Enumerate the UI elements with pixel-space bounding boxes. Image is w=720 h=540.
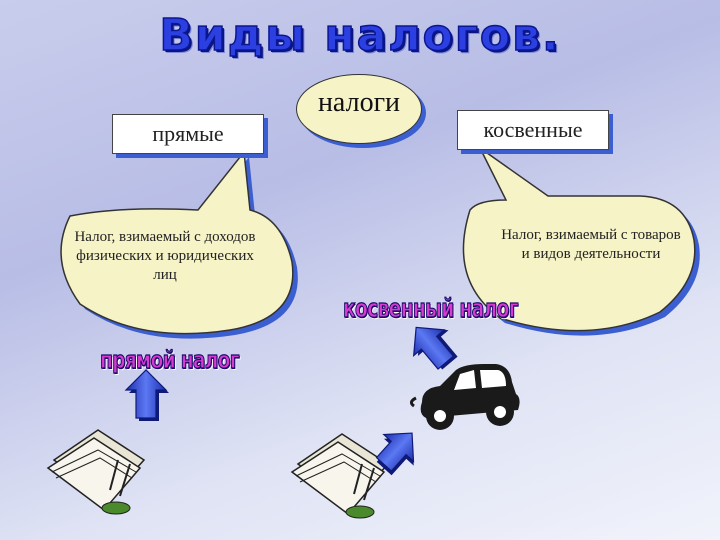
direct-taxes-box: прямые — [112, 114, 264, 154]
indirect-taxes-box: косвенные — [457, 110, 609, 150]
arrow-up-icon — [375, 432, 415, 476]
car-icon — [409, 364, 520, 430]
direct-tax-description: Налог, взимаемый с доходов физических и … — [74, 229, 256, 283]
direct-tax-label: прямой налог — [100, 345, 240, 374]
indirect-tax-label: косвенный налог — [343, 293, 519, 324]
document-stack-icon — [46, 429, 146, 515]
arrow-up-icon — [124, 369, 169, 421]
document-stack-icon — [290, 433, 390, 519]
taxes-center-node: налоги — [296, 74, 422, 144]
indirect-tax-description: Налог, взимаемый с товаров и видов деяте… — [501, 227, 681, 262]
page-title: Виды налогов. — [159, 9, 561, 62]
arrow-up-icon — [412, 326, 458, 370]
direct-speech-bubble — [60, 150, 298, 339]
